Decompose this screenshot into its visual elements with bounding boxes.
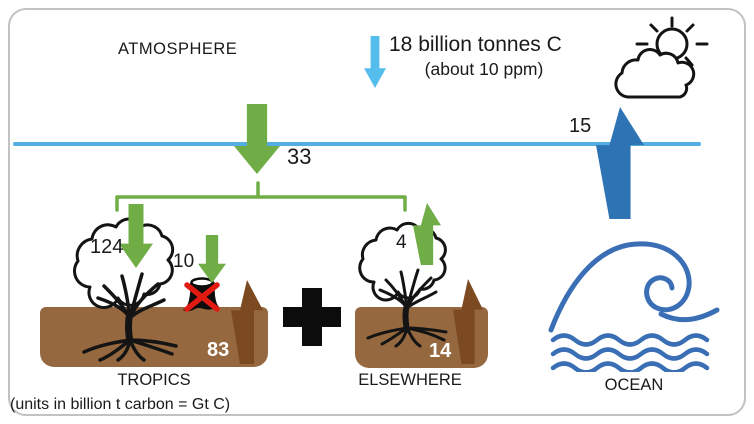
elsewhere-soil-value: 14 <box>429 340 452 362</box>
atmosphere-label: ATMOSPHERE <box>118 40 238 58</box>
elsewhere-tree-value: 4 <box>396 232 407 253</box>
land-uptake-value: 33 <box>287 144 312 169</box>
units-footnote: (units in billion t carbon = Gt C) <box>10 396 231 413</box>
elsewhere-soil-arrow-icon <box>453 279 483 364</box>
tropics-soil-value: 83 <box>207 339 230 361</box>
plus-icon <box>283 288 341 346</box>
atmosphere-increase-text: 18 billion tonnes C <box>389 33 562 56</box>
tropics-tree-icon <box>73 217 178 362</box>
stump-icon <box>183 277 220 312</box>
tropics-tree-arrow-icon <box>119 204 153 268</box>
tropics-soil-arrow-icon <box>231 280 263 364</box>
atmosphere-increase-arrow-icon <box>364 36 386 88</box>
elsewhere-tree-icon <box>358 221 448 348</box>
sun-cloud-icon <box>614 16 709 99</box>
tropics-tree-value: 124 <box>90 236 124 258</box>
card-border <box>8 8 746 416</box>
atmosphere-increase-subtext: (about 10 ppm) <box>424 59 544 79</box>
land-uptake-arrow-icon <box>234 104 280 174</box>
ocean-label: OCEAN <box>604 376 664 394</box>
tropics-soil-block <box>40 307 268 367</box>
tropics-label: TROPICS <box>117 371 191 389</box>
ocean-flux-value: 15 <box>569 115 592 137</box>
split-bracket <box>115 181 407 212</box>
elsewhere-label: ELSEWHERE <box>358 371 462 389</box>
ocean-flux-arrow-icon <box>596 107 644 219</box>
stump-flux-value: 10 <box>173 251 195 272</box>
stump-arrow-icon <box>198 235 226 283</box>
elsewhere-tree-arrow-icon <box>413 203 441 265</box>
ocean-wave-icon <box>548 241 720 372</box>
atmosphere-boundary-line <box>13 142 701 146</box>
